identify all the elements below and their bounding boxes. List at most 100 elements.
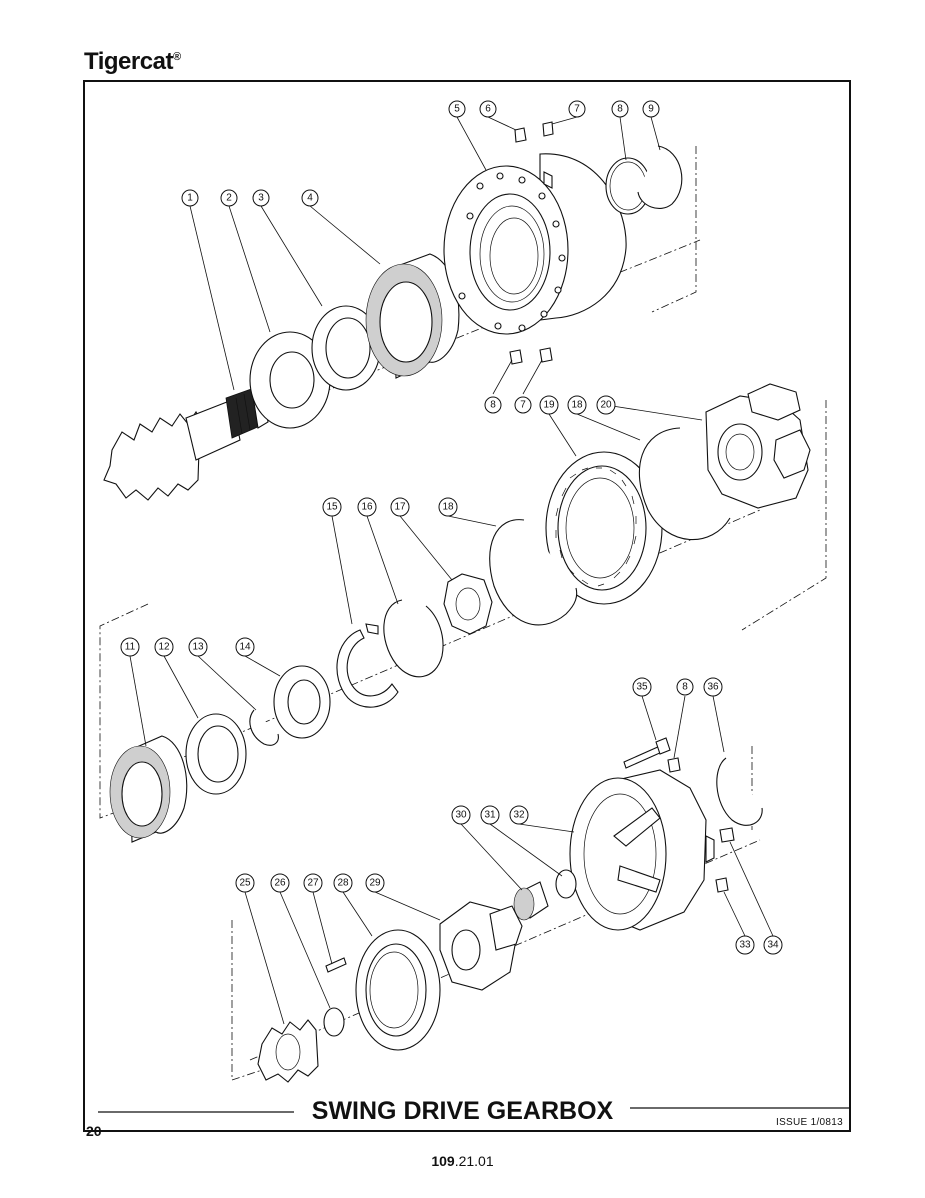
- part-1-pinion-shaft: [103, 385, 269, 501]
- callout-1: 1: [181, 189, 199, 207]
- part-11-bearing: [109, 735, 188, 843]
- callout-17: 17: [390, 497, 410, 517]
- callout-14: 14: [235, 637, 255, 657]
- svg-text:25: 25: [239, 878, 251, 889]
- svg-text:2: 2: [226, 193, 232, 204]
- callout-26: 26: [270, 873, 290, 893]
- part-32-cover-housing: [569, 769, 715, 931]
- page-number: 20: [86, 1123, 102, 1139]
- svg-text:26: 26: [274, 878, 286, 889]
- callout-32: 32: [509, 805, 529, 825]
- svg-text:11: 11: [125, 642, 136, 653]
- callout-2: 2: [220, 189, 238, 207]
- svg-text:35: 35: [636, 682, 648, 693]
- issue-label: ISSUE 1/0813: [776, 1117, 843, 1128]
- drawing-frame: [83, 80, 851, 1132]
- svg-text:31: 31: [484, 810, 496, 821]
- part-19-ring-gear: [545, 451, 663, 605]
- plugs-upper: [509, 121, 554, 365]
- part-30-needle-bearing: [513, 881, 549, 921]
- callout-4: 4: [301, 189, 319, 207]
- svg-text:18: 18: [571, 400, 583, 411]
- svg-text:19: 19: [543, 400, 555, 411]
- svg-text:8: 8: [682, 682, 688, 693]
- housing-bolt-holes: [458, 172, 566, 332]
- part-4-bearing: [365, 253, 460, 379]
- callout-20: 20: [596, 395, 616, 415]
- plugs-33-34: [715, 827, 735, 893]
- svg-text:30: 30: [455, 810, 467, 821]
- document-number: 109.21.01: [0, 1153, 925, 1169]
- callout-29: 29: [365, 873, 385, 893]
- callout-27: 27: [303, 873, 323, 893]
- leader-lines: [129, 116, 774, 1025]
- part-15-split-ring: [336, 623, 399, 708]
- part-18-snap-ring-middle: [489, 519, 578, 626]
- callout-5: 5: [448, 100, 466, 118]
- callout-8-upper: 8: [611, 100, 629, 118]
- svg-text:16: 16: [361, 502, 373, 513]
- part-36-ring: [716, 757, 763, 826]
- callout-18-upper: 18: [567, 395, 587, 415]
- callout-7-mid: 7: [514, 396, 532, 414]
- boundary-middle-right: [741, 400, 827, 631]
- callout-18-middle: 18: [438, 497, 458, 517]
- part-16-retaining-ring: [383, 599, 444, 678]
- part-28-ring-gear: [355, 929, 441, 1051]
- callout-7-upper: 7: [568, 100, 586, 118]
- svg-text:7: 7: [520, 400, 526, 411]
- callout-15: 15: [322, 497, 342, 517]
- callout-9: 9: [642, 100, 660, 118]
- callout-36: 36: [703, 677, 723, 697]
- svg-text:13: 13: [192, 642, 204, 653]
- svg-text:7: 7: [574, 104, 580, 115]
- svg-text:33: 33: [739, 940, 751, 951]
- part-26-snap-ring: [323, 1007, 345, 1037]
- callout-31: 31: [480, 805, 500, 825]
- part-2-washer: [249, 331, 331, 429]
- svg-text:1: 1: [187, 193, 193, 204]
- boundary-upper-right: [651, 146, 697, 313]
- svg-text:32: 32: [513, 810, 525, 821]
- callout-33: 33: [735, 935, 755, 955]
- callout-12: 12: [154, 637, 174, 657]
- callout-16: 16: [357, 497, 377, 517]
- part-13-snap-ring: [249, 709, 279, 746]
- svg-text:3: 3: [258, 193, 264, 204]
- callout-3: 3: [252, 189, 270, 207]
- part-20-planet-carrier: [705, 383, 811, 509]
- svg-text:29: 29: [369, 878, 381, 889]
- part-25-sun-gear: [257, 1019, 319, 1083]
- part-3-spacer: [311, 305, 381, 391]
- part-27-bolt: [325, 957, 347, 973]
- document-number-prefix: 109: [431, 1153, 455, 1169]
- callout-30: 30: [451, 805, 471, 825]
- svg-text:8: 8: [490, 400, 496, 411]
- part-29-planet-carrier: [439, 901, 523, 991]
- callout-25: 25: [235, 873, 255, 893]
- part-31-snap-ring: [555, 869, 577, 899]
- callout-34: 34: [763, 935, 783, 955]
- svg-text:6: 6: [485, 104, 491, 115]
- svg-text:18: 18: [442, 502, 454, 513]
- part-35-bolt: [623, 737, 671, 769]
- callout-6: 6: [479, 100, 497, 118]
- svg-text:14: 14: [239, 642, 251, 653]
- svg-text:8: 8: [617, 104, 623, 115]
- svg-text:9: 9: [648, 104, 654, 115]
- svg-text:36: 36: [707, 682, 719, 693]
- page-title: SWING DRIVE GEARBOX: [311, 1097, 614, 1125]
- part-18-snap-ring-upper: [638, 427, 731, 541]
- document-number-suffix: .21.01: [454, 1153, 494, 1169]
- svg-text:20: 20: [600, 400, 612, 411]
- callout-19: 19: [539, 395, 559, 415]
- part-5-housing: [443, 153, 627, 335]
- callout-13: 13: [188, 637, 208, 657]
- svg-text:27: 27: [307, 878, 319, 889]
- callout-11: 11: [120, 637, 140, 657]
- svg-text:12: 12: [158, 642, 170, 653]
- callout-35: 35: [632, 677, 652, 697]
- part-8-plug-lower: [667, 757, 681, 773]
- part-17-nut: [443, 573, 493, 635]
